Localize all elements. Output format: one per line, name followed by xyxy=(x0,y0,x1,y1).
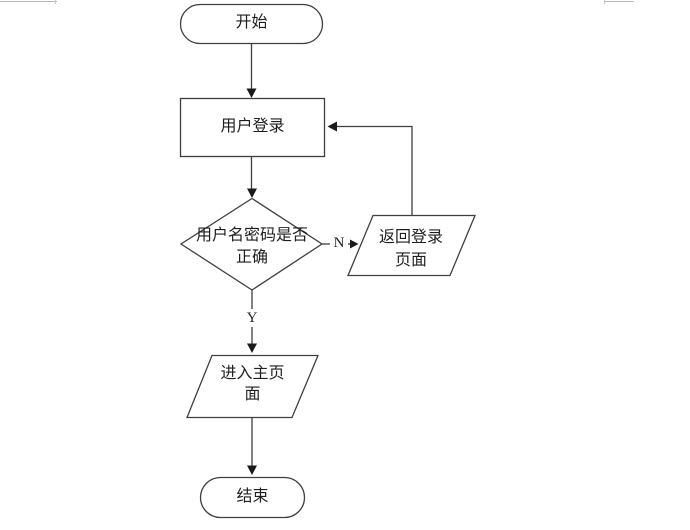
connector-return-to-login xyxy=(337,125,413,216)
decision-label-line2: 正确 xyxy=(235,249,268,266)
arrow-head-down-icon xyxy=(246,88,257,98)
login-node-label: 用户登录 xyxy=(220,118,285,135)
return-page-label-line1: 返回登录 xyxy=(378,229,443,246)
main-page-label-line1: 进入主页 xyxy=(220,365,285,382)
main-page-node-shape xyxy=(186,354,319,419)
end-node-shape xyxy=(199,476,306,519)
decision-node-label: 用户名密码是否 正确 xyxy=(181,225,323,269)
return-page-node-label: 返回登录 页面 xyxy=(351,226,471,272)
arrow-head-right-icon xyxy=(350,239,359,249)
decision-label-line1: 用户名密码是否 xyxy=(195,227,308,244)
arrow-head-down-icon xyxy=(247,343,257,353)
page-edge-mark-top-left xyxy=(0,1,57,2)
page-edge-tick-top-left xyxy=(55,0,56,4)
start-node-label: 开始 xyxy=(235,14,268,31)
page-edge-tick-top-right xyxy=(604,0,605,4)
login-node-shape xyxy=(179,97,326,158)
arrow-head-down-icon xyxy=(247,465,257,475)
arrow-head-left-icon xyxy=(327,121,337,132)
edge-label-no: N xyxy=(330,236,348,251)
end-node-label: 结束 xyxy=(236,488,269,505)
return-page-node-shape xyxy=(347,214,476,277)
main-page-label-line2: 面 xyxy=(244,386,261,403)
return-page-label-line2: 页面 xyxy=(394,252,427,269)
arrow-head-down-icon xyxy=(247,188,257,198)
edge-label-yes: Y xyxy=(240,311,264,326)
main-page-node-label: 进入主页 面 xyxy=(192,363,313,405)
page-edge-mark-top-right xyxy=(605,1,634,2)
